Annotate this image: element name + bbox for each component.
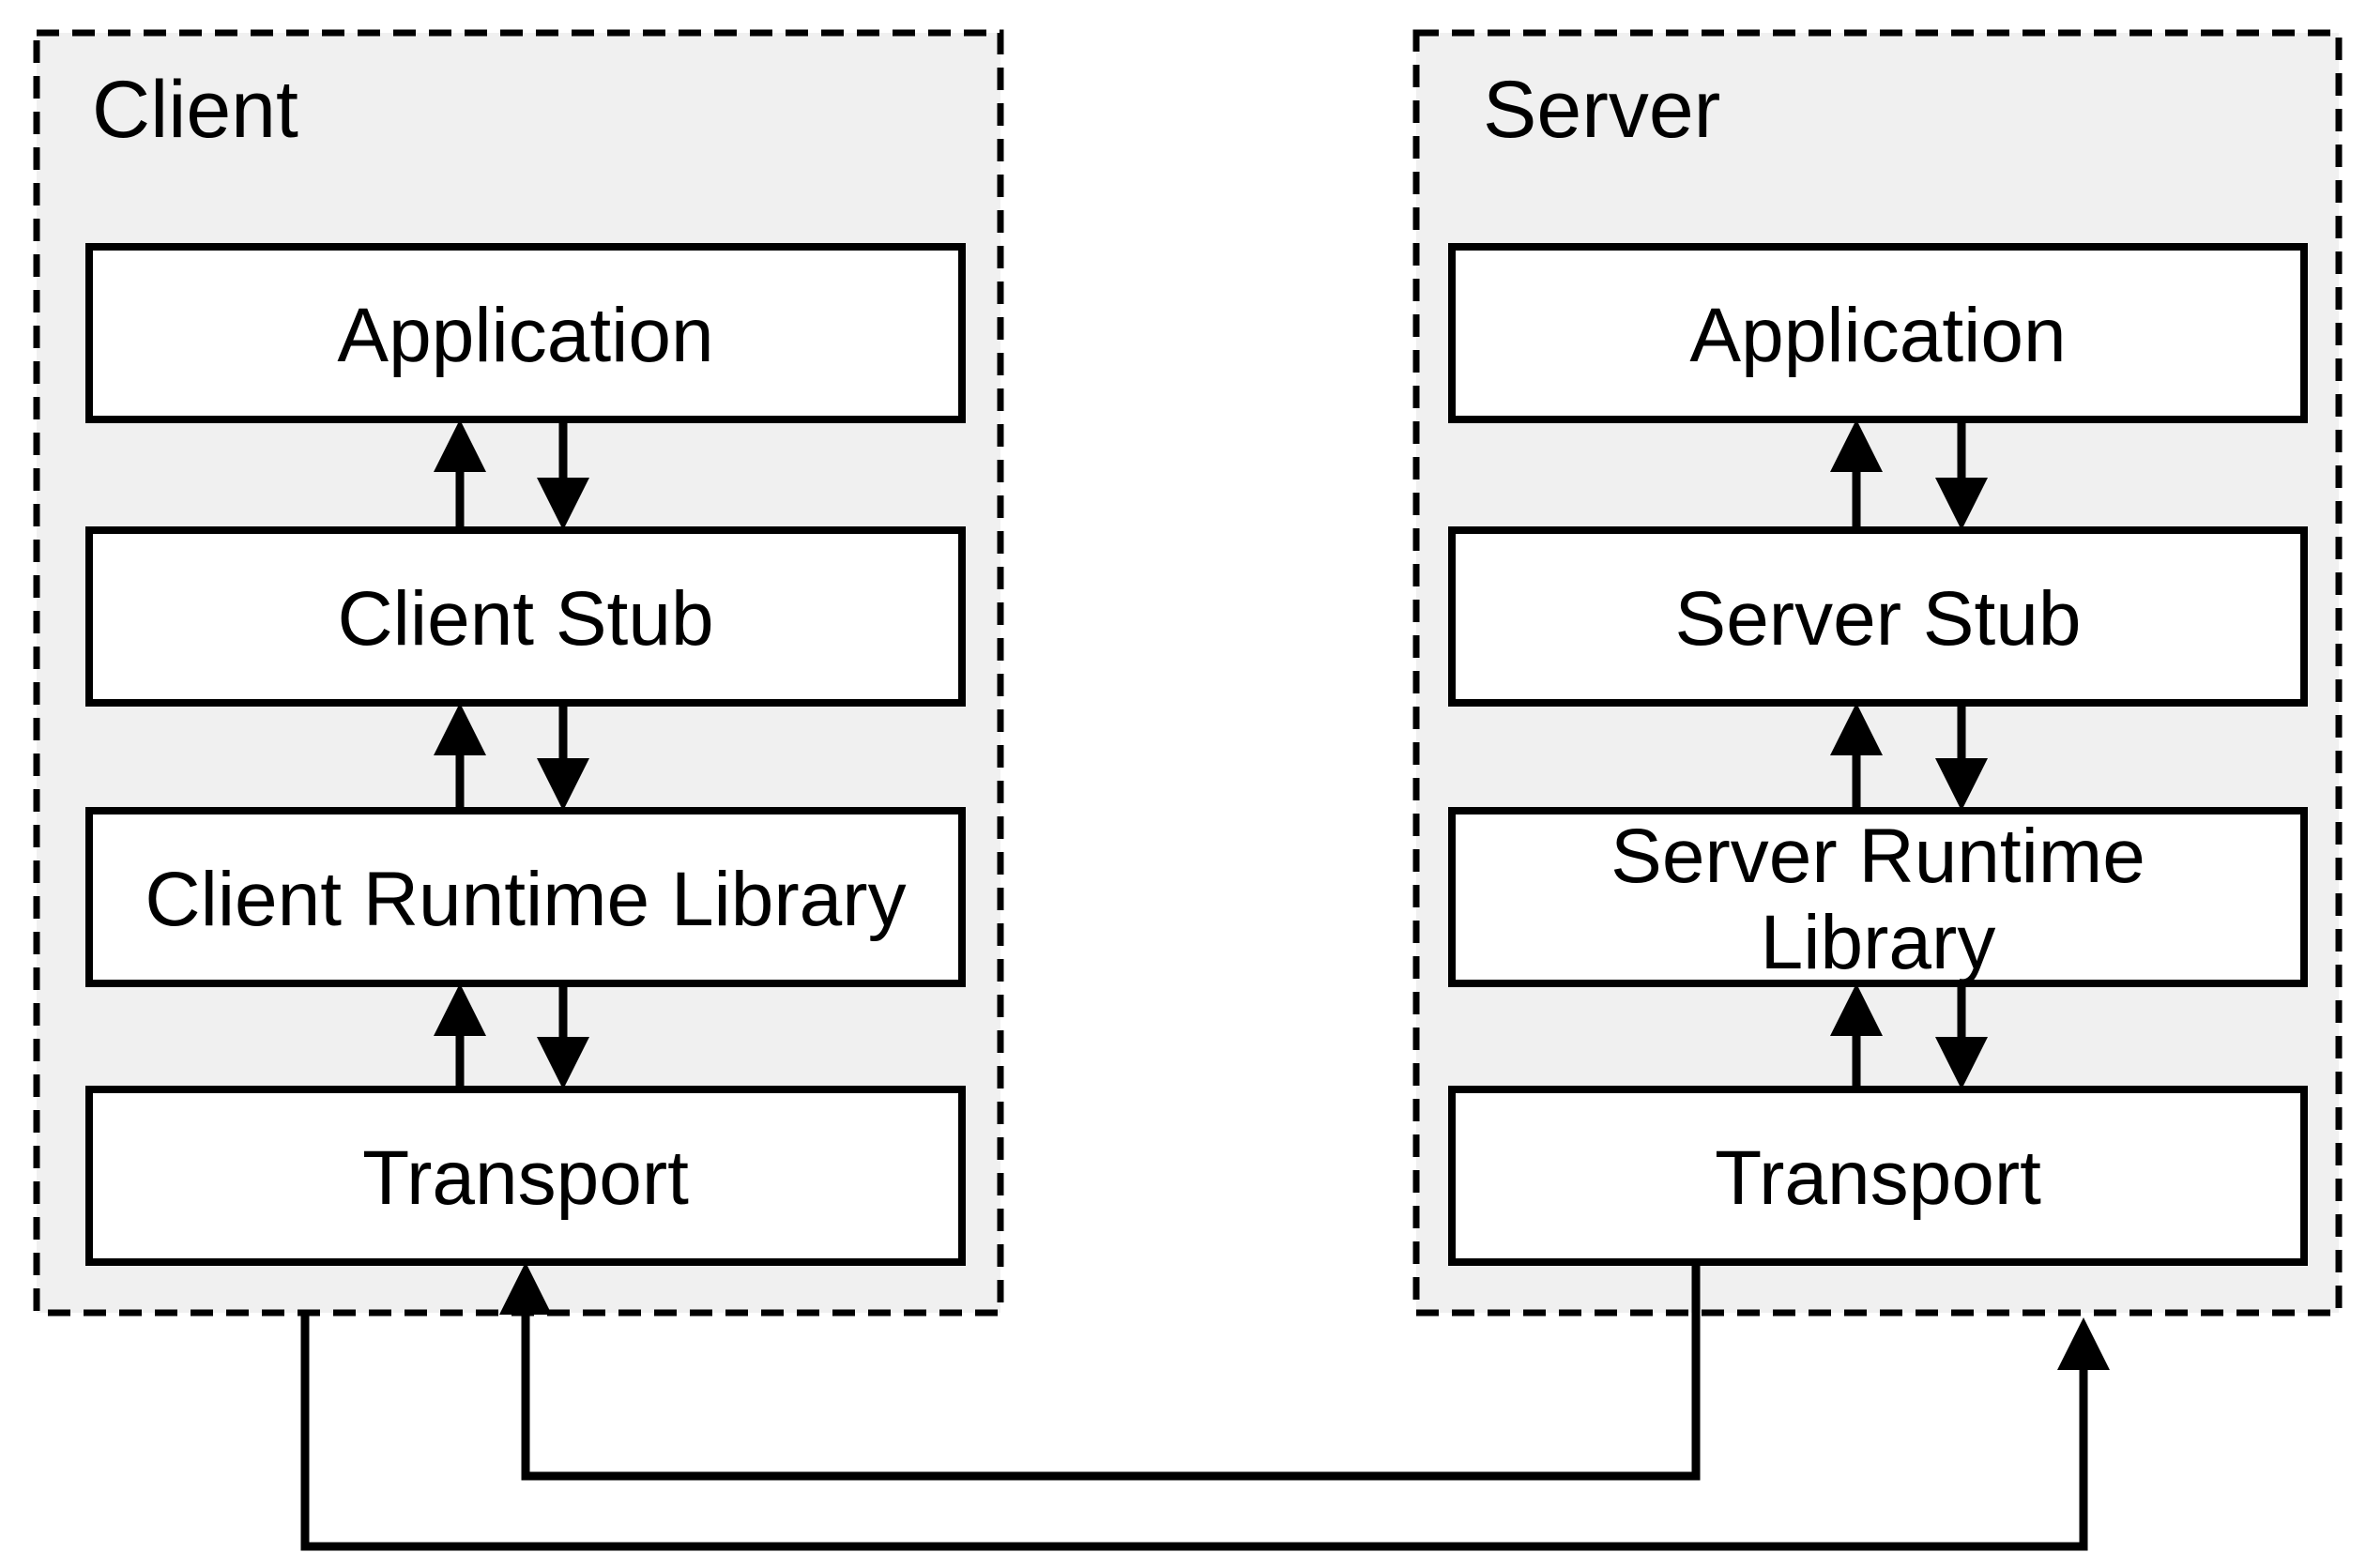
client-label: Client: [92, 65, 298, 155]
up-arrowhead-icon: [1830, 419, 1883, 472]
client-runtime-library-box: [85, 807, 966, 987]
server-transport-label: Transport: [1715, 1135, 2041, 1221]
down-arrowhead-icon: [1935, 758, 1988, 811]
server-stub-to-application-up-arrow: [1830, 419, 1883, 530]
client-transport-box: [85, 1086, 966, 1266]
server-stub-box: [1448, 526, 2308, 707]
up-arrowhead-icon: [434, 703, 486, 755]
up-arrowhead-icon: [434, 419, 486, 472]
server-stub-to-runtime-down-arrow: [1935, 703, 1988, 811]
up-arrowhead-icon: [2057, 1317, 2110, 1370]
down-arrowhead-icon: [1935, 1037, 1988, 1089]
server-transport-to-runtime-up-arrow: [1830, 983, 1883, 1089]
server-stub-label: Server Stub: [1675, 576, 2082, 662]
server-runtime-library-label-line2: Library: [1761, 900, 1996, 985]
down-arrowhead-icon: [537, 758, 589, 811]
client-application-box: [85, 243, 966, 423]
server-transport-to-client-transport-connector: [499, 1262, 1701, 1481]
client-stub-label: Client Stub: [337, 576, 713, 662]
up-arrowhead-icon: [1830, 703, 1883, 755]
server-transport-box: [1448, 1086, 2308, 1266]
connector-path: [521, 1262, 1701, 1481]
server-runtime-to-transport-down-arrow: [1935, 983, 1988, 1089]
server-application-box: [1448, 243, 2308, 423]
down-arrowhead-icon: [1935, 478, 1988, 530]
client-application-label: Application: [337, 293, 713, 378]
connector-path: [300, 1312, 2088, 1551]
server-group: Server Application Server Stub Server Ru…: [1412, 29, 2343, 1317]
up-arrowhead-icon: [1830, 983, 1883, 1036]
client-runtime-library-label: Client Runtime Library: [145, 857, 906, 942]
server-runtime-to-stub-up-arrow: [1830, 703, 1883, 811]
client-runtime-to-stub-up-arrow: [434, 703, 486, 811]
down-arrowhead-icon: [537, 1037, 589, 1089]
server-application-label: Application: [1689, 293, 2066, 378]
server-runtime-library-box: [1448, 807, 2308, 987]
client-transport-label: Transport: [362, 1135, 689, 1221]
client-group: Client Application Client Stub Client Ru…: [33, 29, 1004, 1317]
client-transport-to-runtime-up-arrow: [434, 983, 486, 1089]
client-stub-box: [85, 526, 966, 707]
up-arrowhead-icon: [434, 983, 486, 1036]
server-application-to-stub-down-arrow: [1935, 419, 1988, 530]
client-to-server-connector: [300, 1312, 2110, 1551]
client-stub-to-runtime-down-arrow: [537, 703, 589, 811]
down-arrowhead-icon: [537, 478, 589, 530]
client-stub-to-application-up-arrow: [434, 419, 486, 530]
server-runtime-library-label-line1: Server Runtime: [1610, 814, 2145, 899]
client-application-to-stub-down-arrow: [537, 419, 589, 530]
client-runtime-to-transport-down-arrow: [537, 983, 589, 1089]
server-label: Server: [1483, 65, 1720, 155]
up-arrowhead-icon: [499, 1262, 552, 1315]
